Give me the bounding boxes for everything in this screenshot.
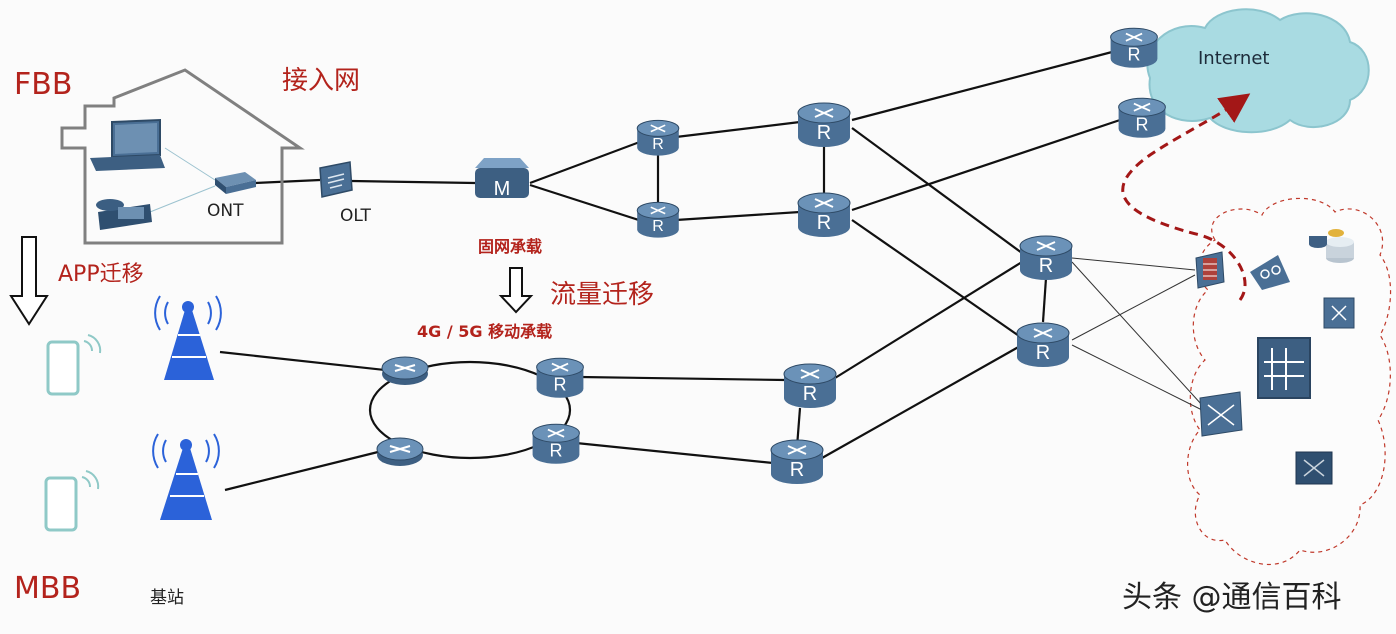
traffic-migration-label: 流量迁移: [550, 280, 655, 310]
mobile-bearer-label: 4G / 5G 移动承载: [417, 322, 553, 341]
mbb-label: MBB: [14, 571, 82, 606]
fbb-label: FBB: [14, 67, 73, 102]
app-migration-arrow: [9, 236, 49, 326]
router-icon: R: [636, 201, 680, 238]
routers: R R R R R R R R R R R R: [532, 27, 1166, 484]
watermark: 头条 @通信百科: [1122, 580, 1342, 615]
desk-phone-icon: [96, 199, 152, 230]
network-links: [219, 50, 1121, 492]
router-letter: R: [803, 383, 817, 405]
internet-cloud: [1146, 8, 1370, 134]
core-switch-icon: M: [475, 158, 529, 200]
router-icon: R: [536, 357, 584, 398]
router-letter: R: [652, 218, 664, 235]
ont-label: ONT: [207, 201, 244, 221]
router-letter: R: [1036, 342, 1050, 364]
router-icon: R: [797, 102, 851, 147]
router-icon: R: [532, 423, 580, 464]
olt-device-icon: [319, 161, 353, 198]
router-letter: R: [652, 136, 664, 153]
core-datacenter-switch-icon: [1257, 337, 1311, 399]
router-icon: R: [1016, 322, 1070, 367]
router-icon: R: [797, 192, 851, 237]
internet-label: Internet: [1198, 48, 1270, 69]
router-icon: R: [1019, 235, 1073, 280]
datacenter-links: [1071, 257, 1203, 411]
mobile-phone-icon: [44, 470, 100, 532]
router-letter: R: [550, 441, 563, 461]
router-icon: R: [1118, 97, 1166, 138]
router-letter: R: [790, 459, 804, 481]
router-icon: R: [783, 363, 837, 408]
home-links: [149, 147, 216, 213]
app-migration-label: APP迁移: [58, 262, 144, 287]
router-letter: R: [1136, 115, 1149, 135]
router-icon: R: [770, 439, 824, 484]
router-letter: R: [1039, 255, 1053, 277]
base-station-antenna-icon: [154, 295, 222, 380]
router-letter: R: [817, 212, 831, 234]
core-switch-letter: M: [494, 178, 511, 200]
firewall-icon: [1195, 251, 1225, 289]
fixed-bearer-label: 固网承载: [478, 237, 543, 256]
base-station-label: 基站: [150, 588, 184, 608]
ring-switch-icon: [381, 356, 429, 385]
database-server-icon: [1309, 229, 1354, 263]
traffic-migration-arrow: [498, 267, 534, 314]
router-icon: R: [636, 119, 680, 156]
mobile-phone-icon: [46, 334, 102, 396]
router-letter: R: [1128, 45, 1141, 65]
access-network-label: 接入网: [282, 66, 361, 96]
router-letter: R: [554, 375, 567, 395]
compute-node-icon: [1295, 451, 1333, 485]
olt-label: OLT: [340, 206, 371, 226]
ont-device-icon: [215, 172, 256, 194]
ring-switch-icon: [376, 437, 424, 466]
server-icon: [1323, 297, 1355, 329]
base-station-antenna-icon: [152, 433, 220, 520]
router-icon: R: [1110, 27, 1158, 68]
router-letter: R: [817, 122, 831, 144]
storage-switch-icon: [1199, 391, 1243, 437]
load-balancer-icon: [1250, 255, 1290, 290]
laptop-icon: [90, 118, 165, 171]
internet-access-path: [1121, 93, 1251, 301]
house-outline: [60, 68, 305, 245]
